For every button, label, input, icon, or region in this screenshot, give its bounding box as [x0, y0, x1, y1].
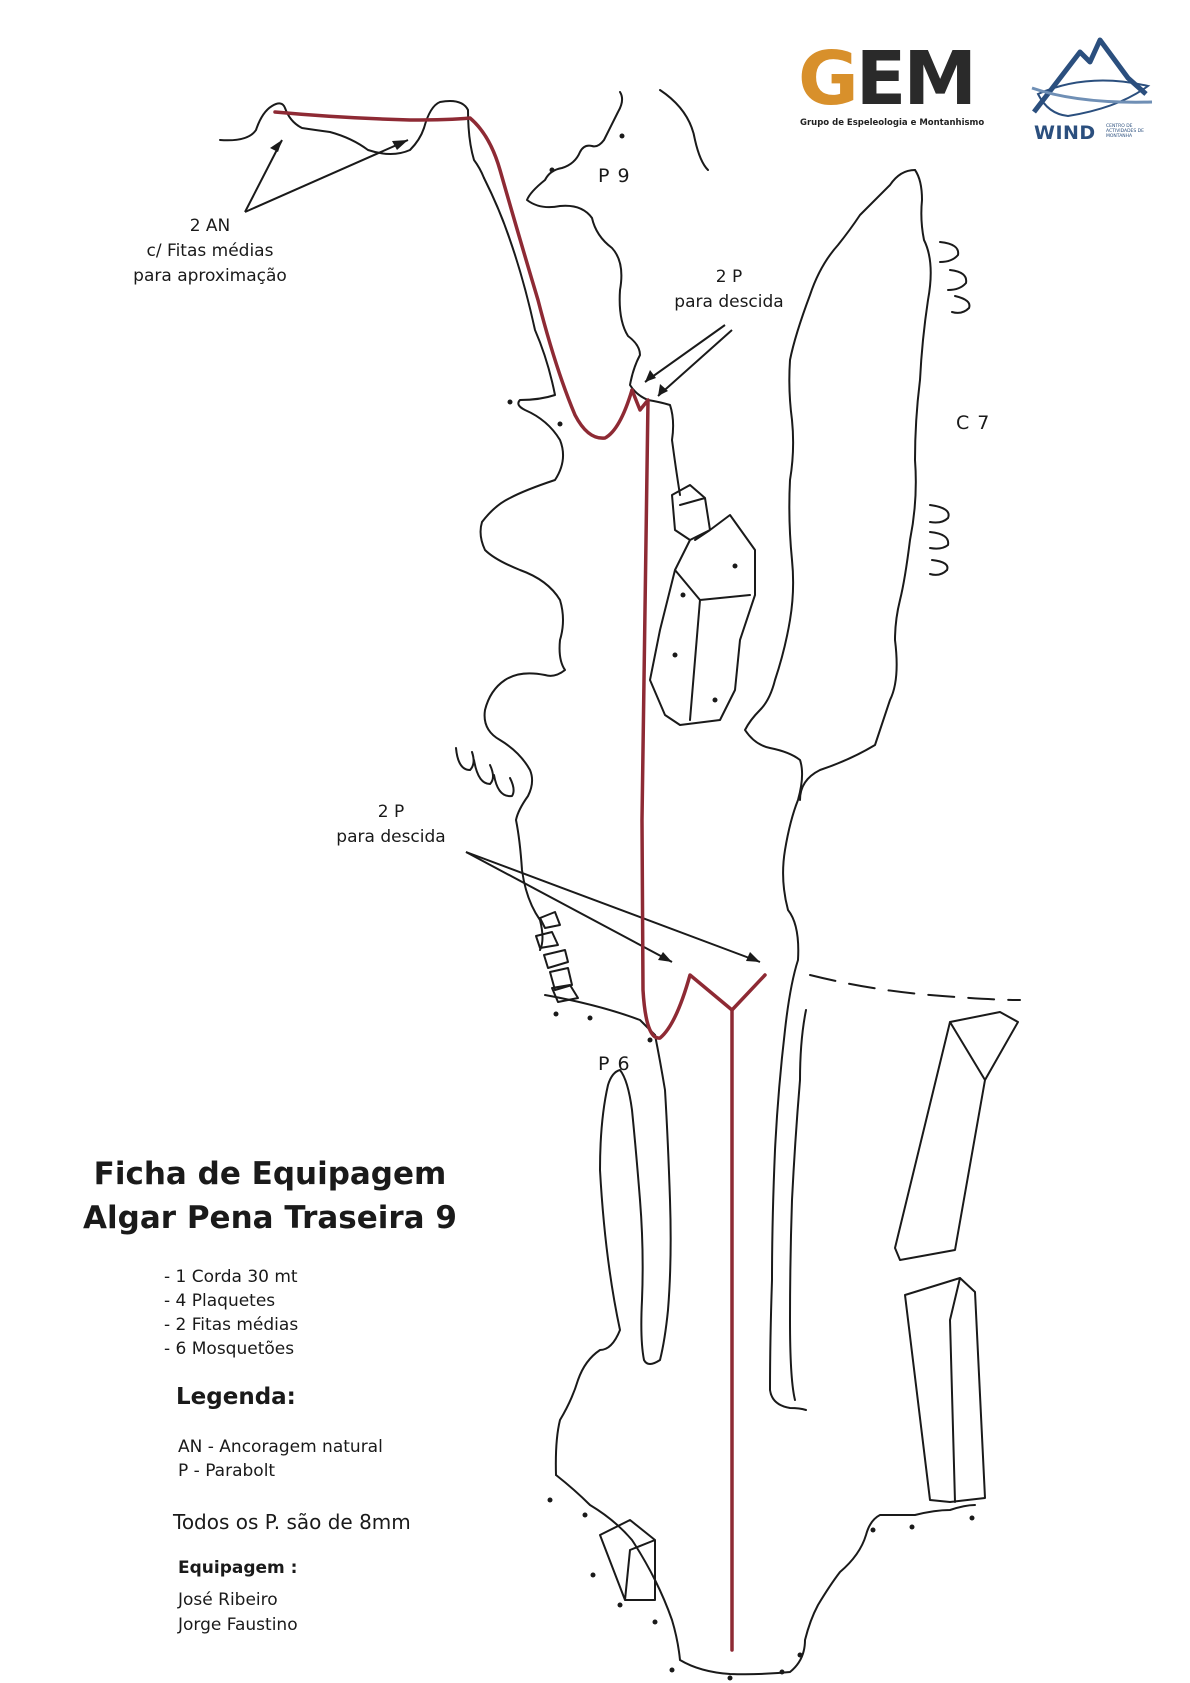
- wind-logo-text: WIND: [1034, 122, 1096, 144]
- arrow-heads: [270, 140, 760, 962]
- annotation-arrows: [244, 139, 761, 963]
- equipping-names: José Ribeiro Jorge Faustino: [178, 1588, 298, 1638]
- equipper-name: José Ribeiro: [178, 1590, 278, 1610]
- bolt-note: Todos os P. são de 8mm: [173, 1510, 411, 1534]
- label-line: 2 P: [377, 802, 405, 822]
- legend-item: P - Parabolt: [178, 1461, 276, 1481]
- legend-item: AN - Ancoragem natural: [178, 1437, 383, 1457]
- sheet-title: Ficha de Equipagem Algar Pena Traseira 9: [80, 1152, 460, 1240]
- label-line: para aproximação: [133, 266, 287, 286]
- pitch-label-p9: P 9: [598, 165, 631, 187]
- material-item: - 4 Plaquetes: [164, 1291, 276, 1311]
- wind-logo-subtitle: CENTRO DE ACTIVIDADES DE MONTANHA: [1106, 124, 1144, 139]
- surface-outline: [219, 100, 485, 179]
- gem-logo-subtitle: Grupo de Espeleologia e Montanhismo: [800, 118, 985, 128]
- pitch-label-c7: C 7: [956, 412, 991, 434]
- legend-title: Legenda:: [176, 1384, 296, 1410]
- pitch-label-p6: P 6: [598, 1053, 631, 1075]
- label-p-top: 2 P para descida: [674, 265, 784, 315]
- gem-letter-g: G: [798, 36, 859, 122]
- cave-wall-p9-right: [659, 89, 709, 171]
- cave-wall-p9: [526, 91, 681, 496]
- rubble-left: [535, 911, 579, 1003]
- label-line: 2 AN: [189, 216, 231, 236]
- rock-dots: [507, 133, 975, 1681]
- label-line: c/ Fitas médias: [146, 241, 274, 261]
- legend-items: AN - Ancoragem natural P - Parabolt: [178, 1435, 383, 1483]
- gem-letter-m: M: [903, 36, 977, 122]
- cave-wall-lower-left: [554, 1034, 672, 1476]
- material-item: - 1 Corda 30 mt: [164, 1267, 298, 1287]
- boulder-floor: [599, 1519, 656, 1601]
- title-line: Ficha de Equipagem: [93, 1156, 447, 1192]
- cave-floor: [555, 1474, 976, 1676]
- material-list: - 1 Corda 30 mt - 4 Plaquetes - 2 Fitas …: [164, 1265, 298, 1361]
- gem-letter-e: E: [855, 36, 907, 122]
- material-item: - 2 Fitas médias: [164, 1315, 299, 1335]
- dashed-passage: [809, 974, 1021, 1001]
- cave-wall-left-upper: [479, 177, 566, 951]
- wind-logo: WIND CENTRO DE ACTIVIDADES DE MONTANHA: [1028, 32, 1154, 144]
- gem-logo-letters: GEM: [798, 42, 977, 116]
- central-pillar-right: [799, 169, 932, 801]
- label-line: para descida: [336, 827, 446, 847]
- boulder-lower-right: [894, 1011, 1019, 1503]
- title-line: Algar Pena Traseira 9: [83, 1200, 457, 1236]
- label-anchors-approach: 2 AN c/ Fitas médias para aproximação: [125, 214, 295, 289]
- rope-path: [273, 110, 767, 1652]
- wave-marks-upper: [939, 241, 971, 314]
- label-p-mid: 2 P para descida: [336, 800, 446, 850]
- cave-wall-lower-right: [789, 1009, 807, 1401]
- gem-logo: GEM Grupo de Espeleologia e Montanhismo: [798, 42, 984, 132]
- wind-mountain-icon: [1031, 37, 1153, 118]
- wave-marks-left: [455, 747, 515, 798]
- label-line: 2 P: [715, 267, 743, 287]
- equipper-name: Jorge Faustino: [178, 1615, 298, 1635]
- label-line: para descida: [674, 292, 784, 312]
- boulder-upper: [649, 484, 756, 726]
- material-item: - 6 Mosquetões: [164, 1339, 295, 1359]
- wave-marks-lower: [929, 504, 950, 576]
- equipping-title: Equipagem :: [178, 1558, 298, 1578]
- central-pillar-outline: [744, 169, 916, 1411]
